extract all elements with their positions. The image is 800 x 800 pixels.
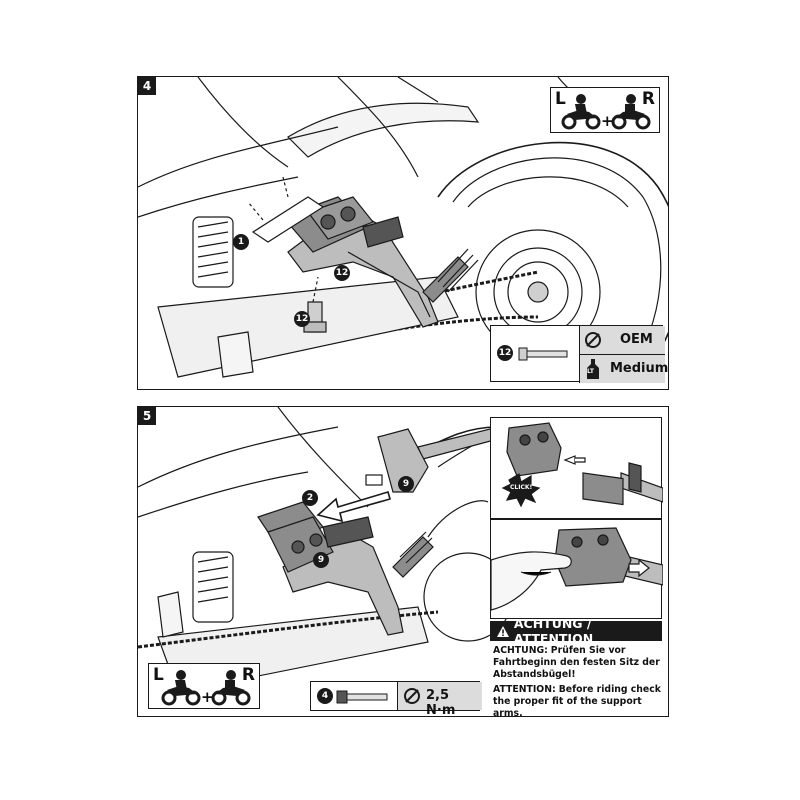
callout-screw-ref: 12 [497, 345, 513, 361]
callout-part-12: 12 [334, 265, 350, 281]
side-indicator-left-right: L R + [148, 663, 260, 709]
side-left-letter: L [555, 89, 566, 109]
side-plus-sign: + [201, 688, 214, 706]
torque-wrench-icon [404, 688, 420, 704]
warning-triangle-icon [497, 625, 509, 637]
screw-spec-box: 4 2,5 N·m [310, 681, 482, 716]
side-plus-sign: + [601, 112, 614, 130]
spec-values-column: 2,5 N·m [397, 682, 482, 716]
torque-label: OEM [620, 332, 653, 347]
warning-header: ACHTUNG / ATTENTION [490, 616, 662, 646]
motorcycle-rider-icon [561, 94, 651, 130]
callout-part-9-lower: 9 [313, 552, 329, 568]
side-left-letter: L [153, 665, 164, 685]
motorcycle-rider-icon [161, 670, 251, 706]
warning-en-text: Before riding check the proper fit of th… [493, 684, 661, 717]
side-indicator-left-right: L R + [550, 87, 660, 133]
threadlocker-icon [587, 359, 599, 379]
side-right-letter: R [641, 89, 655, 109]
warning-en-label: ATTENTION: [493, 684, 556, 695]
spec-values-column: OEM LT Medium [579, 326, 669, 383]
warning-text-de: ACHTUNG: Prüfen Sie vor Fahrtbeginn den … [493, 645, 661, 681]
threadlock-label: Medium [610, 361, 669, 376]
warning-de-label: ACHTUNG: [493, 645, 548, 656]
warning-de-text: Prüfen Sie vor Fahrtbeginn den festen Si… [493, 645, 660, 680]
step-number: 5 [138, 407, 156, 425]
step-5-panel: 5 2 9 9 CLICK! [137, 406, 669, 717]
screw-drawing [518, 347, 568, 361]
torque-wrench-icon [585, 332, 601, 348]
screw-drawing [336, 690, 388, 704]
callout-part-2: 2 [302, 490, 318, 506]
warning-box: ACHTUNG / ATTENTION ACHTUNG: Prüfen Sie … [490, 616, 662, 716]
callout-part-9: 9 [398, 476, 414, 492]
hand-check-drawing [491, 527, 663, 611]
step-4-panel: 4 1 12 12 L R + 12 [137, 76, 669, 390]
click-detail-inset: CLICK! [490, 417, 663, 519]
callout-screw-12: 12 [294, 311, 310, 327]
threadlocker-icon-text: LT [587, 368, 594, 375]
click-detail-drawing [501, 422, 663, 508]
screw-spec-box: 12 OEM LT Medium [490, 325, 669, 383]
side-right-letter: R [241, 665, 255, 685]
torque-value: 2,5 N·m [426, 688, 456, 717]
callout-part-1: 1 [233, 234, 249, 250]
warning-text-en: ATTENTION: Before riding check the prope… [493, 684, 661, 717]
click-label: CLICK! [510, 484, 533, 491]
step-number: 4 [138, 77, 156, 95]
hand-check-inset [490, 519, 663, 619]
warning-title: ACHTUNG / ATTENTION [513, 616, 594, 646]
step-4-illustration [138, 77, 668, 378]
callout-screw-ref: 4 [317, 688, 333, 704]
